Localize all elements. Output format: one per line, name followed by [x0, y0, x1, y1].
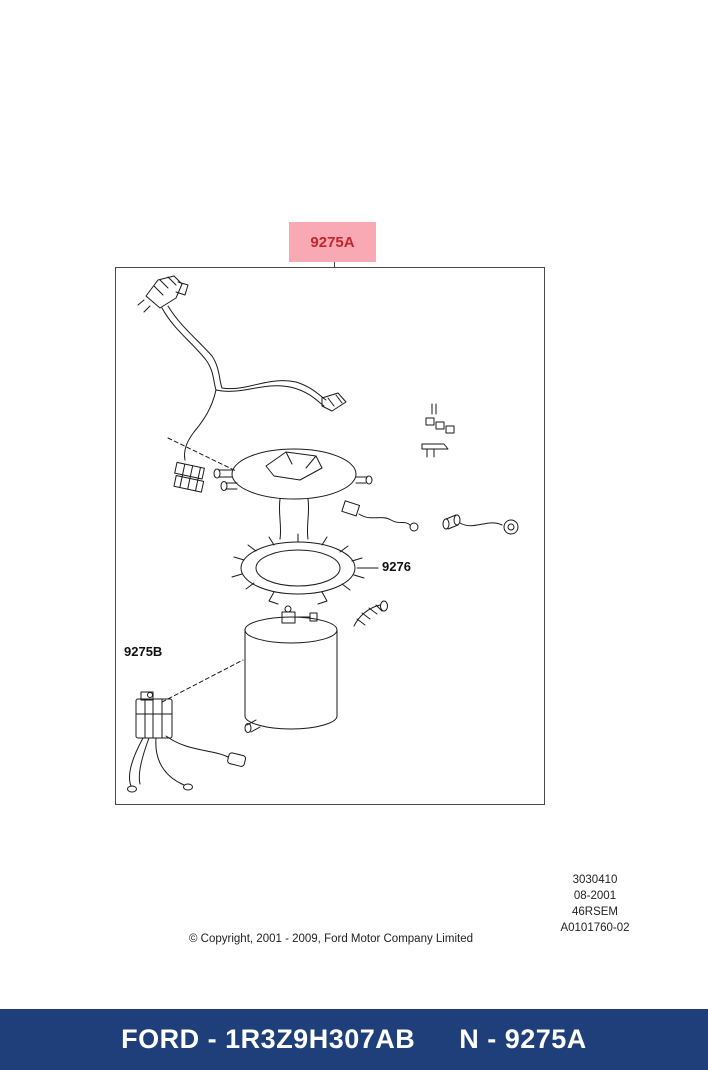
bar-callout-reference: N - 9275A	[459, 1024, 587, 1054]
fuel-hose	[353, 600, 388, 627]
doc-code-line: 3030410	[572, 874, 618, 886]
doc-code-line: 46RSEM	[571, 906, 619, 918]
ground-strap-wire	[442, 514, 519, 535]
label-leader-line	[334, 262, 335, 268]
doc-code-line: 08-2001	[573, 890, 617, 902]
doc-code-line: A0101760-02	[560, 922, 630, 934]
harness-connector-icon	[137, 275, 189, 313]
bar-brand-part-number: FORD - 1R3Z9H307AB	[121, 1024, 416, 1054]
diagram-panel: 9276 9275B	[115, 267, 545, 805]
assembly-drawing	[127, 275, 519, 793]
doc-code-block: 3030410 08-2001 46RSEM A0101760-02	[535, 872, 655, 936]
flange-wire-lead	[341, 500, 419, 532]
lock-ring	[231, 533, 379, 605]
pump-9275b-unit	[127, 691, 247, 793]
inline-connector	[173, 461, 205, 493]
selected-part-label[interactable]: 9275A	[289, 222, 376, 262]
wiring-harness	[161, 305, 347, 472]
callout-9276[interactable]: 9276	[382, 559, 411, 574]
copyright-text: © Copyright, 2001 - 2009, Ford Motor Com…	[189, 933, 473, 945]
pump-canister	[161, 605, 338, 733]
sender-flange-assembly	[213, 448, 373, 540]
callout-9275b[interactable]: 9275B	[124, 644, 163, 659]
part-number-bar: FORD - 1R3Z9H307AB N - 9275A	[0, 1009, 708, 1070]
retainer-clips	[421, 403, 455, 458]
